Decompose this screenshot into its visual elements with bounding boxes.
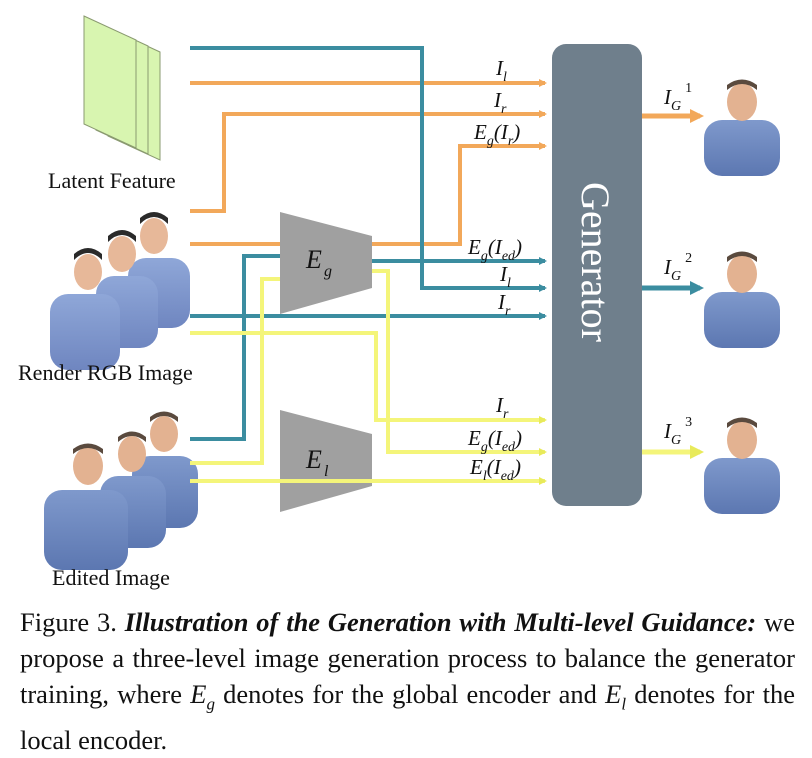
svg-text:IG1: IG1 xyxy=(663,81,692,114)
render-rgb-image-label: Render RGB Image xyxy=(18,360,193,385)
generator-block: Generator xyxy=(552,44,642,506)
svg-text:El(Ied): El(Ied) xyxy=(469,455,521,484)
svg-text:IG2: IG2 xyxy=(663,251,692,284)
multi-level-guidance-diagram: Latent Feature Render RGB Image xyxy=(18,15,780,590)
svg-text:Ir: Ir xyxy=(495,393,509,422)
caption-el: E xyxy=(605,679,622,709)
svg-text:Il: Il xyxy=(495,56,507,85)
caption-prefix: Figure 3. xyxy=(20,607,125,637)
svg-text:Eg(Ir): Eg(Ir) xyxy=(473,120,520,149)
caption-el-sub: l xyxy=(621,694,627,714)
caption-text-3: denotes for the local encoder. xyxy=(20,679,795,756)
level2-connections xyxy=(190,46,547,441)
svg-text:Eg(Ied): Eg(Ied) xyxy=(467,235,522,264)
generator-label: Generator xyxy=(573,182,618,342)
level2-input-labels: Eg(Ied) Il Ir xyxy=(467,235,522,319)
edited-image-label: Edited Image xyxy=(52,565,170,590)
local-encoder: E l xyxy=(280,410,372,512)
level3-connections xyxy=(190,269,547,485)
output-arrows xyxy=(642,109,704,459)
output-face-2-icon xyxy=(704,251,780,348)
level1-connections xyxy=(190,79,547,246)
svg-text:IG3: IG3 xyxy=(663,415,692,448)
output-labels: IG1 IG2 IG3 xyxy=(663,81,692,448)
eg-label-sub: g xyxy=(324,263,332,280)
global-encoder: E g xyxy=(280,212,372,314)
caption-eg-sub: g xyxy=(206,694,215,714)
caption-eg: E xyxy=(190,679,207,709)
latent-feature-label: Latent Feature xyxy=(48,168,176,193)
caption-text-2: denotes for the global encoder and xyxy=(214,679,606,709)
svg-text:Ir: Ir xyxy=(493,88,507,117)
latent-feature-stack-icon xyxy=(83,15,161,161)
caption-title: Illustration of the Generation with Mult… xyxy=(124,607,757,637)
output-face-3-icon xyxy=(704,417,780,514)
figure-caption: Figure 3. Illustration of the Generation… xyxy=(20,604,795,758)
render-rgb-faces-icon xyxy=(50,212,190,370)
svg-text:Il: Il xyxy=(499,262,511,291)
el-label-sub: l xyxy=(324,463,329,480)
eg-label-main: E xyxy=(305,245,322,274)
svg-text:Ir: Ir xyxy=(497,290,511,319)
edited-image-faces-icon xyxy=(44,411,198,570)
level1-input-labels: Il Ir Eg(Ir) xyxy=(473,56,520,149)
output-face-1-icon xyxy=(704,79,780,176)
level3-input-labels: Ir Eg(Ied) El(Ied) xyxy=(467,393,522,484)
el-label-main: E xyxy=(305,445,322,474)
svg-text:Eg(Ied): Eg(Ied) xyxy=(467,426,522,455)
caption-text-1: we propose a three-level image generatio… xyxy=(20,607,795,709)
